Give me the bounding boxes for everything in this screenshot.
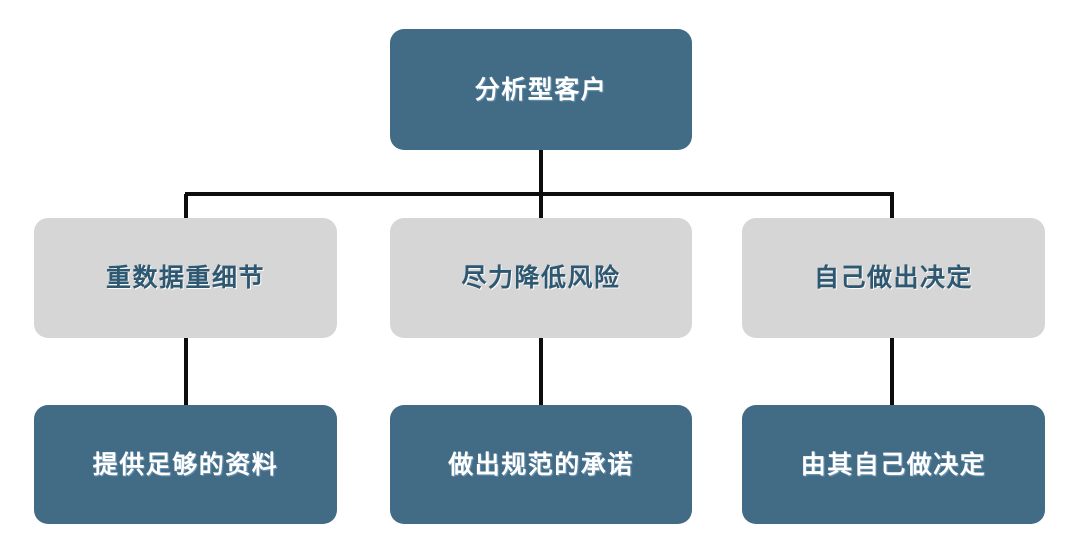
node-leaf-2-label: 做出规范的承诺 — [448, 450, 634, 479]
node-middle-3[interactable]: 自己做出决定 — [742, 218, 1045, 338]
node-middle-3-label: 自己做出决定 — [813, 264, 973, 292]
node-leaf-3[interactable]: 由其自己做决定 — [742, 405, 1045, 524]
node-middle-1-label: 重数据重细节 — [105, 264, 265, 292]
node-middle-2[interactable]: 尽力降低风险 — [390, 218, 692, 338]
node-root[interactable]: 分析型客户 — [390, 29, 692, 150]
node-leaf-1-label: 提供足够的资料 — [92, 450, 279, 479]
node-middle-1[interactable]: 重数据重细节 — [34, 218, 337, 338]
node-leaf-2[interactable]: 做出规范的承诺 — [390, 405, 692, 524]
node-leaf-1[interactable]: 提供足够的资料 — [34, 405, 337, 524]
node-root-label: 分析型客户 — [474, 75, 608, 104]
node-middle-2-label: 尽力降低风险 — [461, 264, 621, 292]
node-leaf-3-label: 由其自己做决定 — [800, 450, 987, 479]
